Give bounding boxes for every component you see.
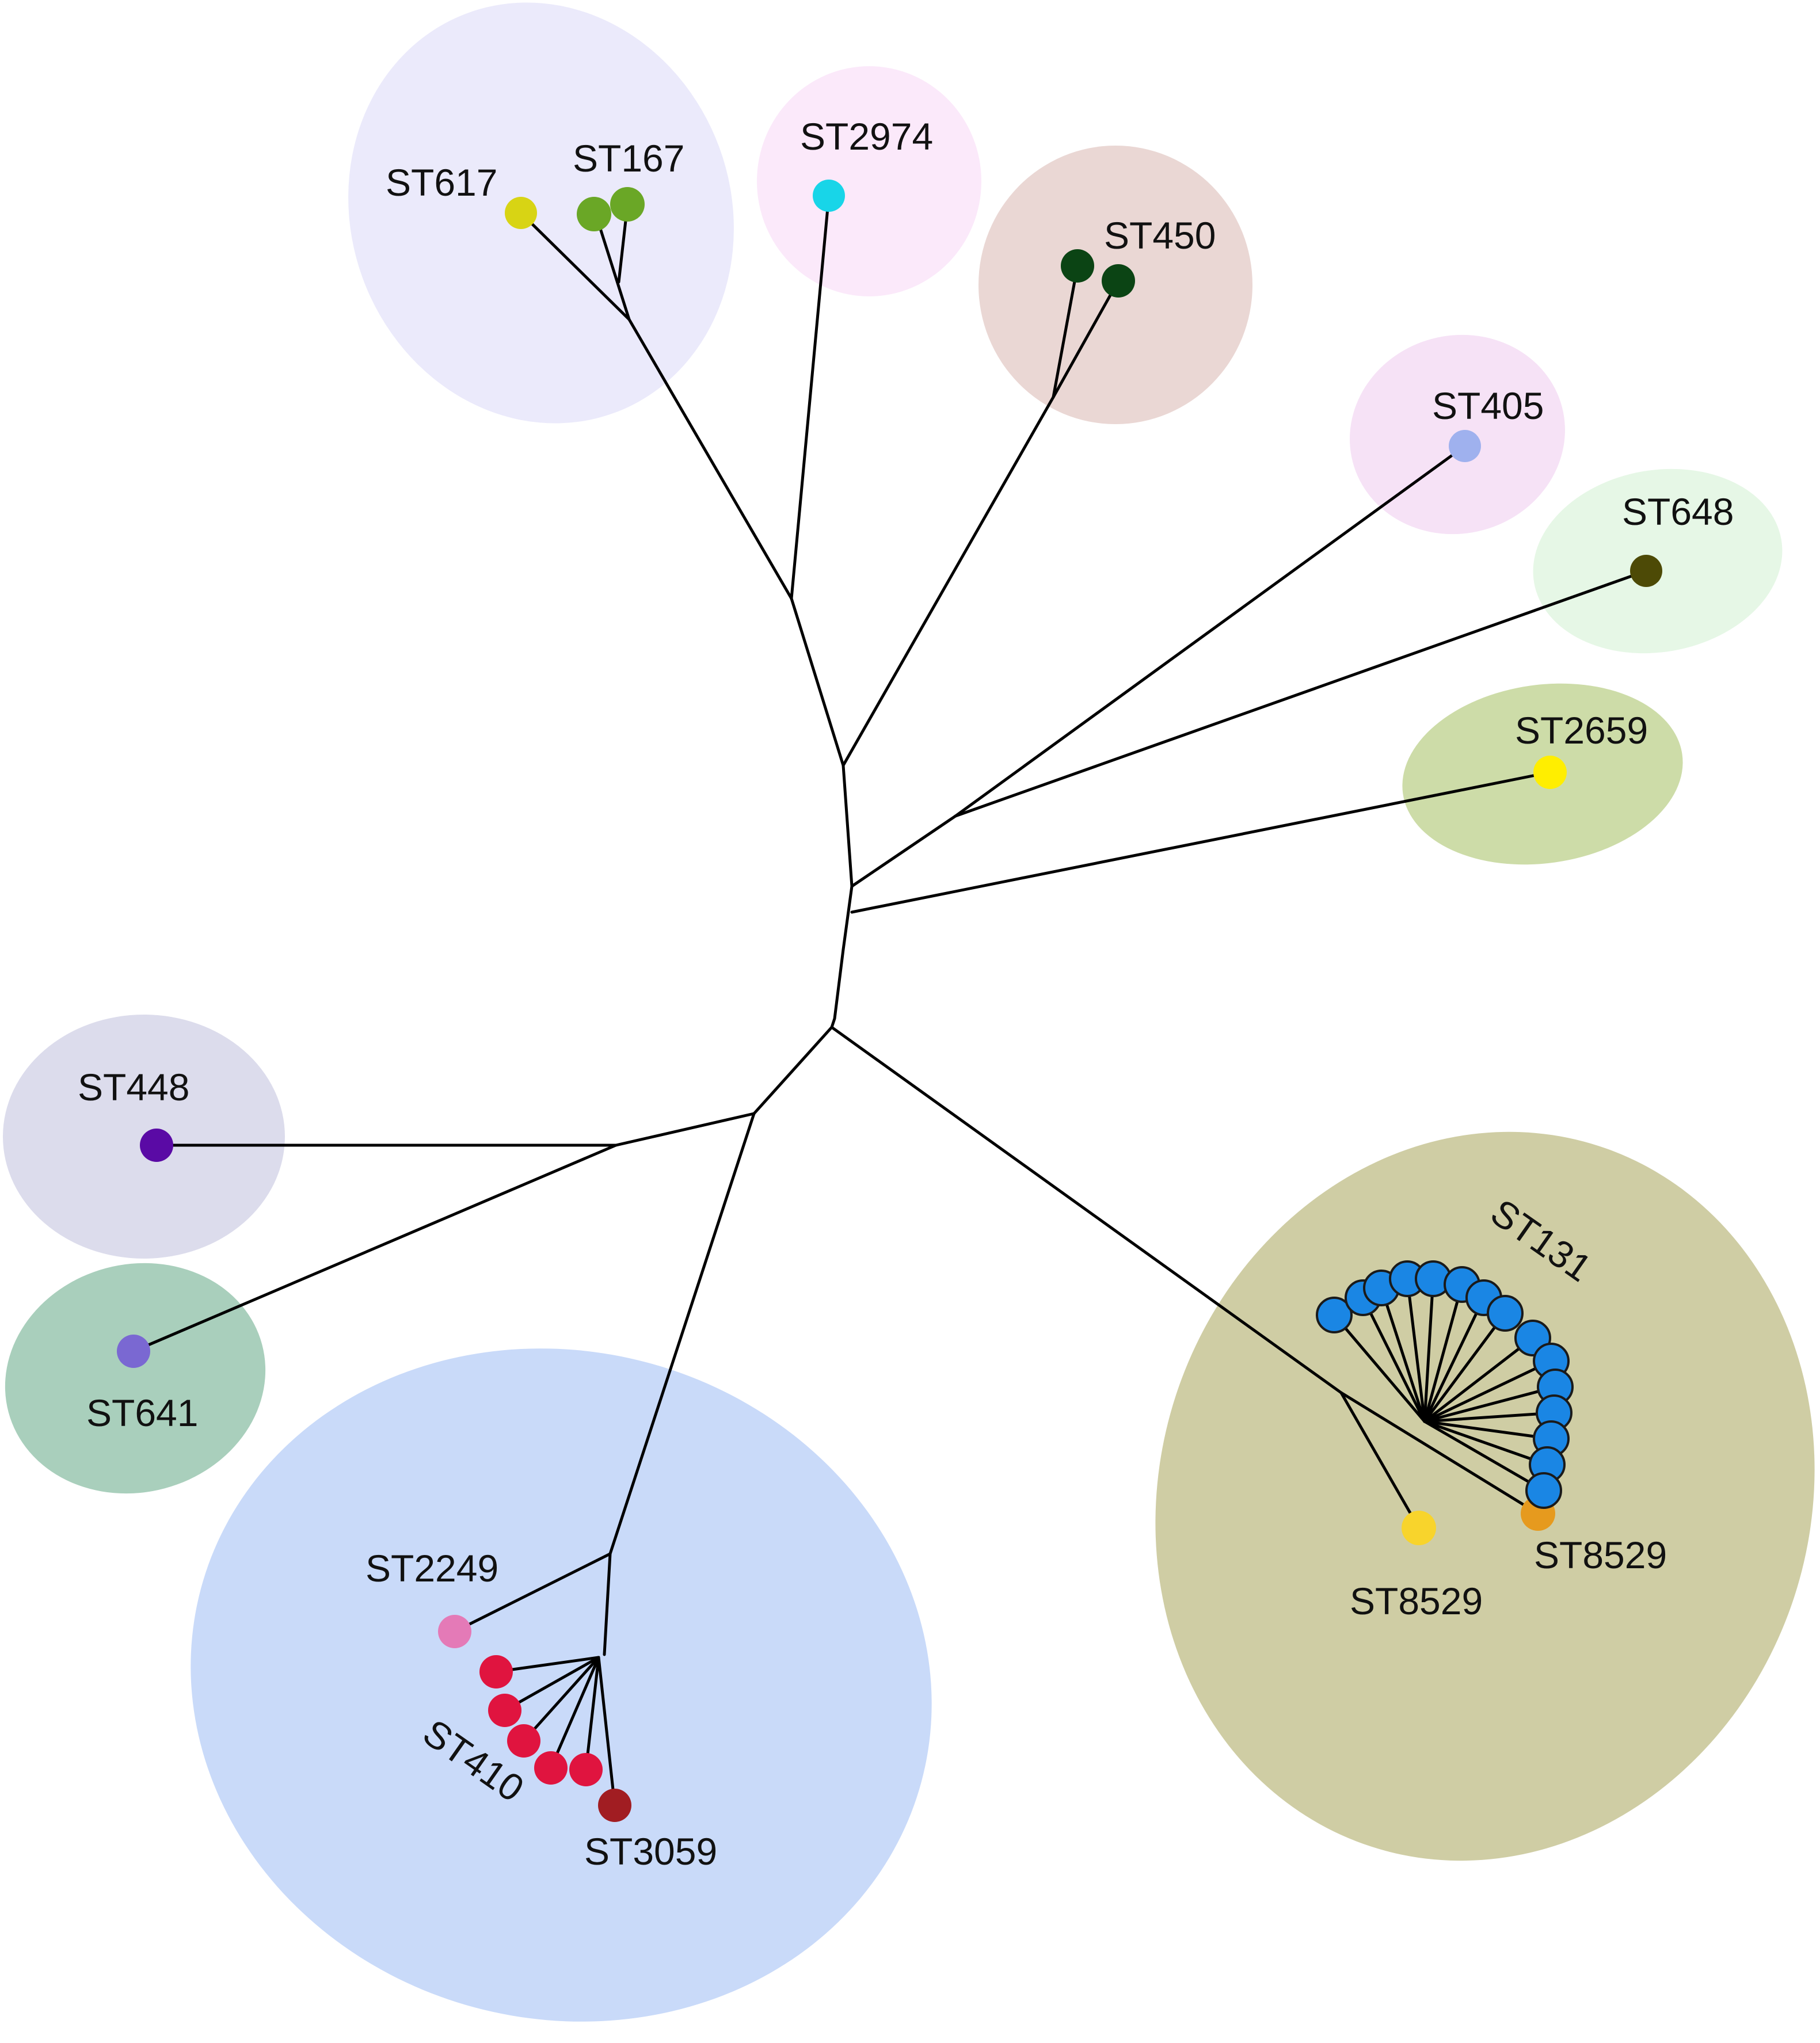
edge-st617-group	[627, 318, 793, 600]
edge-st131-10	[1423, 1359, 1553, 1423]
label-st405: ST405	[1432, 384, 1544, 427]
edge-st2974	[790, 194, 831, 600]
label-st2249: ST2249	[365, 1547, 498, 1590]
edge-st131-4	[1406, 1277, 1426, 1423]
edge-st8529-b	[1339, 1391, 1540, 1515]
node-st167-a	[577, 197, 611, 231]
edge-st167-a	[594, 212, 631, 321]
node-st405	[1449, 430, 1481, 462]
node-st450-b	[1102, 264, 1135, 298]
edge-st131-6	[1423, 1283, 1464, 1423]
label-st2659: ST2659	[1515, 709, 1648, 752]
node-st8529-a	[1402, 1511, 1436, 1545]
edge-st131-11	[1423, 1385, 1557, 1423]
label-st450: ST450	[1104, 214, 1216, 257]
node-st131-1	[1316, 1297, 1353, 1333]
edge-st617	[519, 211, 631, 321]
label-st641: ST641	[86, 1392, 198, 1434]
edge-st131-9	[1423, 1336, 1535, 1423]
node-st641	[117, 1335, 150, 1368]
label-st2974: ST2974	[800, 115, 933, 158]
node-st167-b	[610, 187, 645, 222]
edge-st131-8	[1423, 1312, 1507, 1423]
edge-st648	[954, 569, 1648, 818]
label-st8529-a: ST8529	[1350, 1580, 1483, 1622]
edge-lower-split	[614, 1112, 756, 1147]
edge-upper-clade	[790, 597, 845, 767]
node-st131-15	[1525, 1472, 1562, 1509]
edge-st410-1	[494, 1656, 600, 1674]
node-st2249	[438, 1615, 471, 1648]
edge-right-split	[850, 814, 957, 888]
cluster-st617-st167	[348, 2, 734, 424]
edge-st410-2	[503, 1656, 600, 1712]
edge-st131-7	[1423, 1296, 1486, 1423]
edge-st131-group	[830, 1026, 1343, 1394]
label-st648: ST648	[1622, 490, 1734, 533]
edge-st131-13	[1423, 1420, 1553, 1440]
label-st617: ST617	[386, 161, 497, 204]
label-st448: ST448	[78, 1066, 189, 1108]
edge-st131-15	[1423, 1420, 1545, 1492]
node-st3059	[598, 1789, 631, 1822]
label-st167: ST167	[573, 137, 684, 180]
edge-st410-5	[584, 1656, 600, 1771]
edge-st131-14	[1423, 1420, 1549, 1466]
edge-st641	[132, 1144, 618, 1353]
label-st8529-b: ST8529	[1534, 1534, 1667, 1576]
node-st410-5	[569, 1753, 603, 1786]
node-st617	[505, 197, 537, 229]
edge-st450-b	[1052, 279, 1120, 399]
st131-fan-nodes	[1316, 1260, 1574, 1509]
node-st2974	[813, 180, 845, 212]
edge-st131-5	[1423, 1277, 1435, 1423]
edge-st2659	[850, 771, 1552, 914]
node-st410-1	[479, 1655, 513, 1688]
edge-st131-1	[1332, 1313, 1426, 1423]
st131-fan-edges	[1332, 1277, 1557, 1492]
node-st2659	[1533, 756, 1567, 789]
node-st410-4	[534, 1751, 568, 1785]
tree-nodes	[117, 180, 1662, 1822]
cluster-st131	[1155, 1131, 1815, 1861]
cluster-st410	[191, 1348, 932, 2022]
edge-st450-a	[1052, 264, 1079, 399]
edge-st8529-a	[1339, 1391, 1421, 1530]
edge-st450-group	[842, 395, 1055, 767]
cluster-st2974	[757, 66, 981, 296]
edge-st131-3	[1380, 1286, 1426, 1423]
edge-st2249	[453, 1552, 612, 1633]
node-st410-3	[507, 1724, 540, 1758]
edge-st405	[954, 444, 1467, 818]
node-st450-a	[1061, 249, 1094, 283]
node-st448	[140, 1129, 173, 1162]
edge-st410-4	[549, 1656, 600, 1770]
edge-st3059	[597, 1656, 616, 1807]
edge-backbone	[752, 764, 854, 1115]
edge-st410-3	[522, 1656, 600, 1743]
cluster-st641	[5, 1263, 266, 1494]
tree-edges	[132, 194, 1648, 1807]
label-st3059: ST3059	[584, 1830, 717, 1873]
edge-st131-12	[1423, 1411, 1556, 1423]
edge-st131-2	[1361, 1296, 1426, 1423]
node-st410-2	[488, 1694, 521, 1727]
node-st648	[1630, 555, 1662, 587]
node-st131-8	[1487, 1295, 1524, 1332]
